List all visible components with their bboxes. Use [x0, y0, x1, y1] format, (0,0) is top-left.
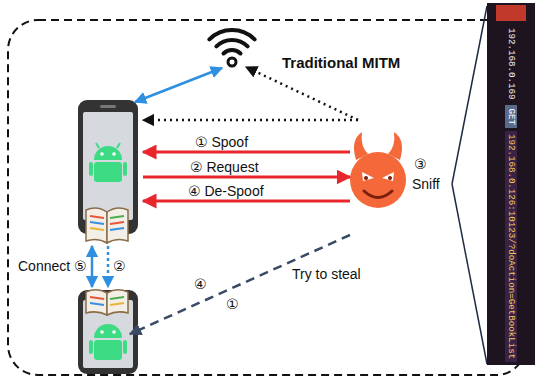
step-label: Sniff — [412, 176, 440, 192]
wifi-icon-part — [216, 40, 247, 46]
devil-icon-part — [350, 152, 406, 208]
book-icon — [86, 208, 128, 243]
wifi-link-arrow — [135, 68, 222, 102]
capture-text: 192.168.0.126:10123/?doAction=GetBookLis… — [505, 131, 517, 362]
bracket-line — [452, 184, 487, 364]
step-label: ④ De-Spoof — [188, 183, 264, 199]
book-icon-part-part — [110, 228, 124, 230]
book-icon-part — [90, 297, 124, 305]
wifi-icon-part — [209, 30, 254, 39]
highlight-mark — [496, 5, 526, 21]
phone-icon-part — [89, 146, 127, 182]
connect-arrow — [91, 246, 94, 287]
phone-icon-part — [112, 330, 116, 334]
book-icon-part-part — [110, 297, 124, 299]
phone-icon-part-part — [89, 340, 93, 354]
wifi-icon — [209, 30, 254, 66]
book-icon-part — [86, 290, 107, 315]
step-label: ⑤ — [74, 258, 87, 274]
devil-icon-part — [382, 172, 394, 181]
phone-icon-part — [89, 324, 127, 360]
spoof-arrow — [143, 151, 350, 154]
phone-icon-part — [100, 152, 104, 156]
step-label: Connect — [18, 258, 70, 274]
phone-icon-part — [117, 143, 120, 148]
mitm-arrow — [246, 67, 358, 120]
annotation-label: Traditional MITM — [282, 55, 400, 71]
devil-icon — [350, 132, 406, 208]
phone-icon-part — [100, 105, 116, 108]
steal-arrow — [130, 235, 350, 334]
request-arrow — [143, 176, 350, 179]
step-label: ① — [226, 296, 239, 312]
devil-icon-part — [388, 176, 392, 180]
phone-icon-part-part — [94, 324, 122, 338]
despoof-arrow — [143, 200, 350, 203]
book-icon-part — [90, 216, 124, 230]
step-label: ② — [113, 258, 126, 274]
phone-icon-part-part — [89, 162, 93, 176]
devil-icon-part — [362, 172, 374, 181]
step-label: ③ — [414, 156, 427, 172]
capture-text: GET — [505, 105, 517, 127]
capture-row: 192.168.0.169GET 192.168.0.126:10123/?doA… — [487, 3, 535, 365]
network-boundary — [8, 20, 526, 375]
book-icon-part-part — [90, 222, 104, 224]
phone-icon-part — [96, 143, 99, 148]
phone-icon-part — [112, 152, 116, 156]
wifi-icon-part — [228, 58, 236, 66]
phone-icon-part — [83, 112, 133, 220]
wifi-icon-part — [224, 50, 241, 54]
devil-icon-part — [364, 191, 392, 198]
book-icon — [86, 290, 128, 315]
book-icon-part-part — [110, 216, 124, 218]
book-icon-part — [107, 208, 128, 243]
phone-icon-part-part — [123, 340, 127, 354]
book-icon-part-part — [90, 297, 104, 299]
book-icon-part-part — [90, 303, 104, 305]
book-icon-part — [107, 290, 128, 315]
phone-icon-part — [78, 290, 138, 374]
capture-text: 192.168.0.169 — [505, 25, 517, 102]
mitm-arrow — [143, 119, 358, 122]
book-icon-part — [86, 208, 107, 243]
book-icon-part-part — [90, 228, 104, 230]
devil-icon-part — [364, 176, 368, 180]
request-arrow — [107, 246, 110, 287]
book-icon-part-part — [110, 222, 124, 224]
bracket-line — [452, 6, 487, 184]
phone-icon — [78, 290, 138, 374]
step-label: Try to steal — [292, 266, 361, 282]
phone-icon-part-part — [123, 162, 127, 176]
phone-icon-part — [100, 330, 104, 334]
book-icon-part-part — [110, 303, 124, 305]
step-label: ① Spoof — [195, 134, 248, 150]
phone-icon-part-part — [94, 162, 122, 182]
step-label: ④ — [194, 276, 207, 292]
book-icon-part-part — [90, 216, 104, 218]
step-label: ② Request — [190, 159, 259, 175]
phone-icon-part-part — [94, 340, 122, 360]
packet-capture-strip: 192.168.0.169GET 192.168.0.126:10123/?doA… — [487, 3, 535, 365]
